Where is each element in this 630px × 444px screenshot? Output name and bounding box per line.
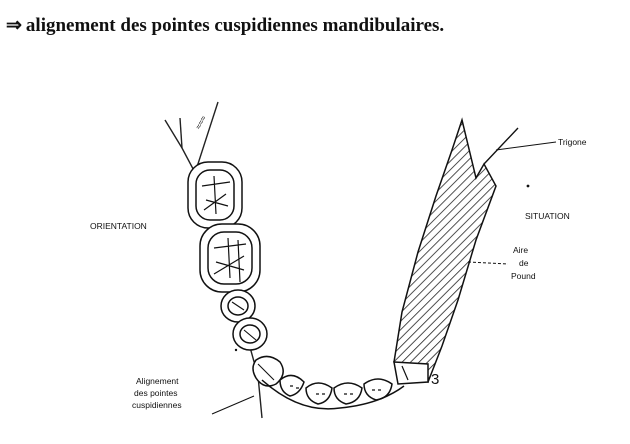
premolar-2 bbox=[232, 317, 268, 351]
aire-leader bbox=[467, 261, 509, 265]
molar-1 bbox=[187, 161, 243, 229]
aire-label-line2: de bbox=[519, 258, 529, 268]
alignement-label-line2: des pointes bbox=[134, 388, 177, 398]
trigone-leader bbox=[495, 141, 557, 151]
orientation-label: ORIENTATION bbox=[90, 221, 147, 231]
trigone-branch bbox=[483, 127, 519, 165]
premolar-1 bbox=[220, 289, 256, 323]
canine bbox=[252, 355, 284, 387]
trigone-label: Trigone bbox=[558, 137, 587, 147]
molar-2 bbox=[199, 223, 261, 293]
dot-mark-left bbox=[234, 348, 238, 352]
dot-mark bbox=[526, 184, 530, 188]
aire-label-line3: Pound bbox=[511, 271, 536, 281]
tooth-number-label: 3 bbox=[431, 371, 439, 388]
aire-label-line1: Aire bbox=[513, 245, 528, 255]
alignement-label-line1: Alignement bbox=[136, 376, 179, 386]
scribble-mark: ≈≈≈ bbox=[193, 114, 209, 131]
implies-arrow-icon: ⇒ bbox=[6, 15, 22, 36]
situation-label: SITUATION bbox=[525, 211, 570, 221]
figure-heading: ⇒alignement des pointes cuspidiennes man… bbox=[6, 14, 444, 37]
arch-curve bbox=[261, 379, 405, 410]
alignement-leader bbox=[211, 395, 255, 415]
heading-text: alignement des pointes cuspidiennes mand… bbox=[25, 15, 445, 36]
aire-de-pound-region bbox=[393, 117, 497, 385]
incisors bbox=[279, 374, 393, 405]
mandibular-teeth bbox=[187, 161, 393, 405]
alignement-label-line3: cuspidiennes bbox=[132, 400, 182, 410]
